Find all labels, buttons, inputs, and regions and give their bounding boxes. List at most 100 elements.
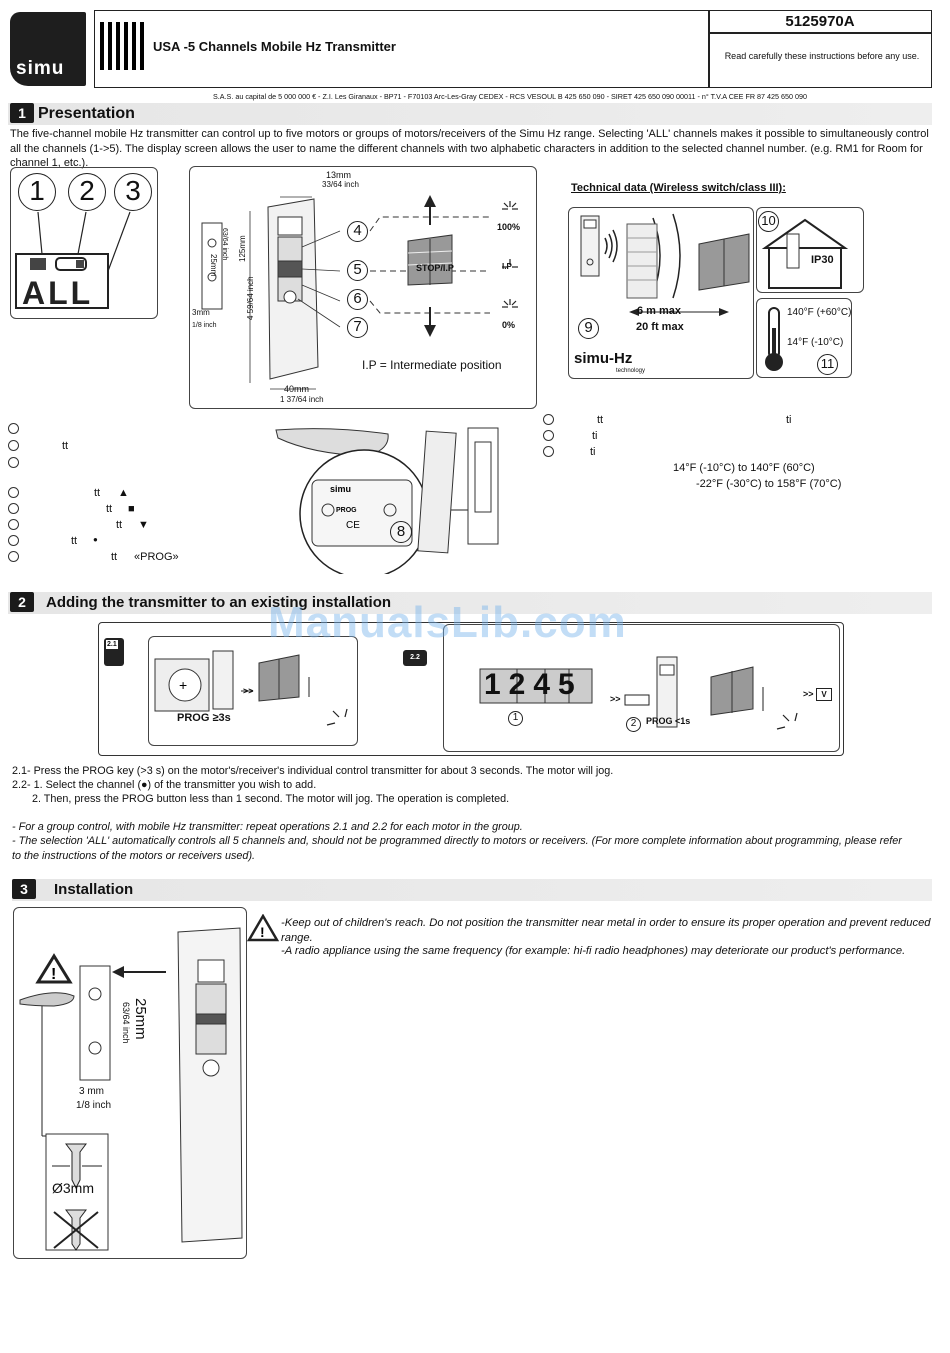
legend-text-11: ti bbox=[590, 446, 596, 458]
all-channels-note: - The selection 'ALL' automatically cont… bbox=[12, 835, 902, 862]
svg-text:!: ! bbox=[260, 924, 265, 940]
installation-illustration: ! bbox=[19, 927, 243, 1251]
callout-4: 4 bbox=[347, 221, 368, 242]
remote-back-illustration: simu PROG CE bbox=[275, 427, 499, 574]
datamatrix-code bbox=[100, 22, 148, 70]
tech-data-title: Technical data (Wireless switch/class II… bbox=[571, 182, 786, 194]
dim-3mm-inch: 1/8 inch bbox=[192, 322, 217, 329]
legend-circle-11 bbox=[543, 446, 554, 457]
section-3-title: Installation bbox=[54, 881, 134, 898]
legend-circle-4 bbox=[8, 487, 19, 498]
dim-40mm: 40mm bbox=[284, 384, 310, 394]
svg-text:!: ! bbox=[51, 966, 56, 983]
dim-3mm: 3mm bbox=[192, 308, 210, 317]
callout-6: 6 bbox=[347, 289, 368, 310]
screw-diameter: Ø3mm bbox=[52, 1180, 94, 1196]
range-meters: 6 m max bbox=[637, 305, 682, 317]
section-2-diagram-frame bbox=[98, 622, 844, 756]
header-divider bbox=[708, 10, 710, 88]
step-2-2-badge: 2.2 bbox=[403, 650, 427, 666]
dim-25mm: 25mm bbox=[209, 254, 218, 277]
callout-9: 9 bbox=[578, 318, 599, 339]
protection-panel bbox=[756, 207, 864, 293]
arrows-2-1: >> bbox=[243, 686, 254, 696]
v-indicator: V bbox=[816, 688, 832, 701]
legend-text-9b: ti bbox=[786, 414, 792, 426]
callout-7: 7 bbox=[347, 317, 368, 338]
prog-1s-label: PROG <1s bbox=[646, 716, 691, 726]
dim-125mm-inch: 4 59/64 inch bbox=[246, 276, 255, 320]
legend-circle-3 bbox=[8, 457, 19, 468]
presentation-intro: The five-channel mobile Hz transmitter c… bbox=[10, 128, 929, 169]
read-instructions-note: Read carefully these instructions before… bbox=[724, 51, 920, 61]
warning-radio: -A radio appliance using the same freque… bbox=[281, 945, 906, 957]
simu-hz-logo: simu-Hz bbox=[574, 350, 633, 367]
document-title: USA -5 Channels Mobile Hz Transmitter bbox=[153, 39, 396, 54]
ip30-label: IP30 bbox=[811, 254, 834, 266]
step-2-2-callout-1: 1 bbox=[508, 711, 523, 726]
warning-icon: ! bbox=[247, 914, 279, 942]
dim-25mm-inch: 63/64 inch bbox=[221, 228, 228, 261]
legend-circle-2 bbox=[8, 440, 19, 451]
simu-logo: simu bbox=[10, 12, 86, 86]
step-2-1-panel bbox=[148, 636, 358, 746]
section-3-bar bbox=[12, 879, 932, 901]
legend-sym-up: ▲ bbox=[118, 487, 129, 499]
position-100: 100% bbox=[497, 222, 521, 232]
callout-8: 8 bbox=[390, 521, 412, 543]
company-info: S.A.S. au capital de 5 000 000 € - Z.I. … bbox=[212, 92, 808, 101]
step-2-1-badge: 2.1 bbox=[104, 638, 124, 666]
install-25mm: 25mm bbox=[132, 998, 149, 1040]
legend-circle-5 bbox=[8, 503, 19, 514]
legend-text-7: tt bbox=[71, 535, 78, 547]
watermark: ManualsLib.com bbox=[268, 598, 627, 647]
install-3mm: 3 mm bbox=[79, 1086, 104, 1097]
storage-temp: -22°F (-30°C) to 158°F (70°C) bbox=[696, 478, 842, 490]
callout-3: 3 bbox=[114, 173, 152, 211]
callout-1: 1 bbox=[18, 173, 56, 211]
installation-panel bbox=[13, 907, 247, 1259]
legend-circle-9 bbox=[543, 414, 554, 425]
header-divider-h bbox=[708, 32, 932, 34]
legend-circle-6 bbox=[8, 519, 19, 530]
install-3mm-inch: 1/8 inch bbox=[76, 1100, 112, 1111]
callout-11: 11 bbox=[817, 354, 838, 375]
section-1-bar bbox=[8, 103, 932, 125]
warning-children: -Keep out of children's reach. Do not po… bbox=[281, 917, 931, 944]
header-box bbox=[94, 10, 932, 88]
arrows-v: >> bbox=[803, 689, 814, 699]
temperature-panel bbox=[756, 298, 852, 378]
callout-5: 5 bbox=[347, 260, 368, 281]
legend-sym-stop: ■ bbox=[128, 503, 135, 515]
section-3-number: 3 bbox=[12, 879, 36, 899]
section-2-number: 2 bbox=[10, 592, 34, 612]
legend-sym-down: ▼ bbox=[138, 519, 149, 531]
legend-text-2: tt bbox=[62, 440, 69, 452]
step-2-1-label: 2.1 bbox=[105, 639, 119, 650]
digits-display: 1245 bbox=[484, 668, 583, 701]
legend-circle-10 bbox=[543, 430, 554, 441]
ip-note: I.P = Intermediate position bbox=[362, 358, 502, 372]
temp-high: 140°F (+60°C) bbox=[787, 307, 852, 318]
technology-label: technology bbox=[616, 368, 646, 374]
legend-circle-7 bbox=[8, 535, 19, 546]
callout-10: 10 bbox=[758, 211, 779, 232]
back-simu-text: simu bbox=[330, 484, 351, 494]
prog-3s-label: PROG ≥3s bbox=[177, 712, 231, 724]
section-2-title: Adding the transmitter to an existing in… bbox=[46, 594, 392, 611]
step-2-2-panel bbox=[443, 624, 840, 752]
section-1-title: Presentation bbox=[38, 105, 135, 122]
display-text: ALL bbox=[22, 275, 93, 311]
legend-circle-8 bbox=[8, 551, 19, 562]
legend-text-4: tt bbox=[94, 487, 101, 499]
legend-text-8: tt bbox=[111, 551, 118, 563]
back-prog-text: PROG bbox=[336, 507, 357, 514]
step-2-2-label: 2.2 bbox=[410, 654, 420, 661]
dim-13mm: 13mm bbox=[326, 170, 352, 180]
svg-text:+: + bbox=[179, 677, 187, 693]
dim-13mm-inch: 33/64 inch bbox=[322, 180, 359, 189]
position-ip: I.P bbox=[502, 262, 512, 271]
install-25mm-inch: 63/64 inch bbox=[121, 1002, 131, 1044]
callout-2: 2 bbox=[68, 173, 106, 211]
legend-text-9a: tt bbox=[597, 414, 604, 426]
